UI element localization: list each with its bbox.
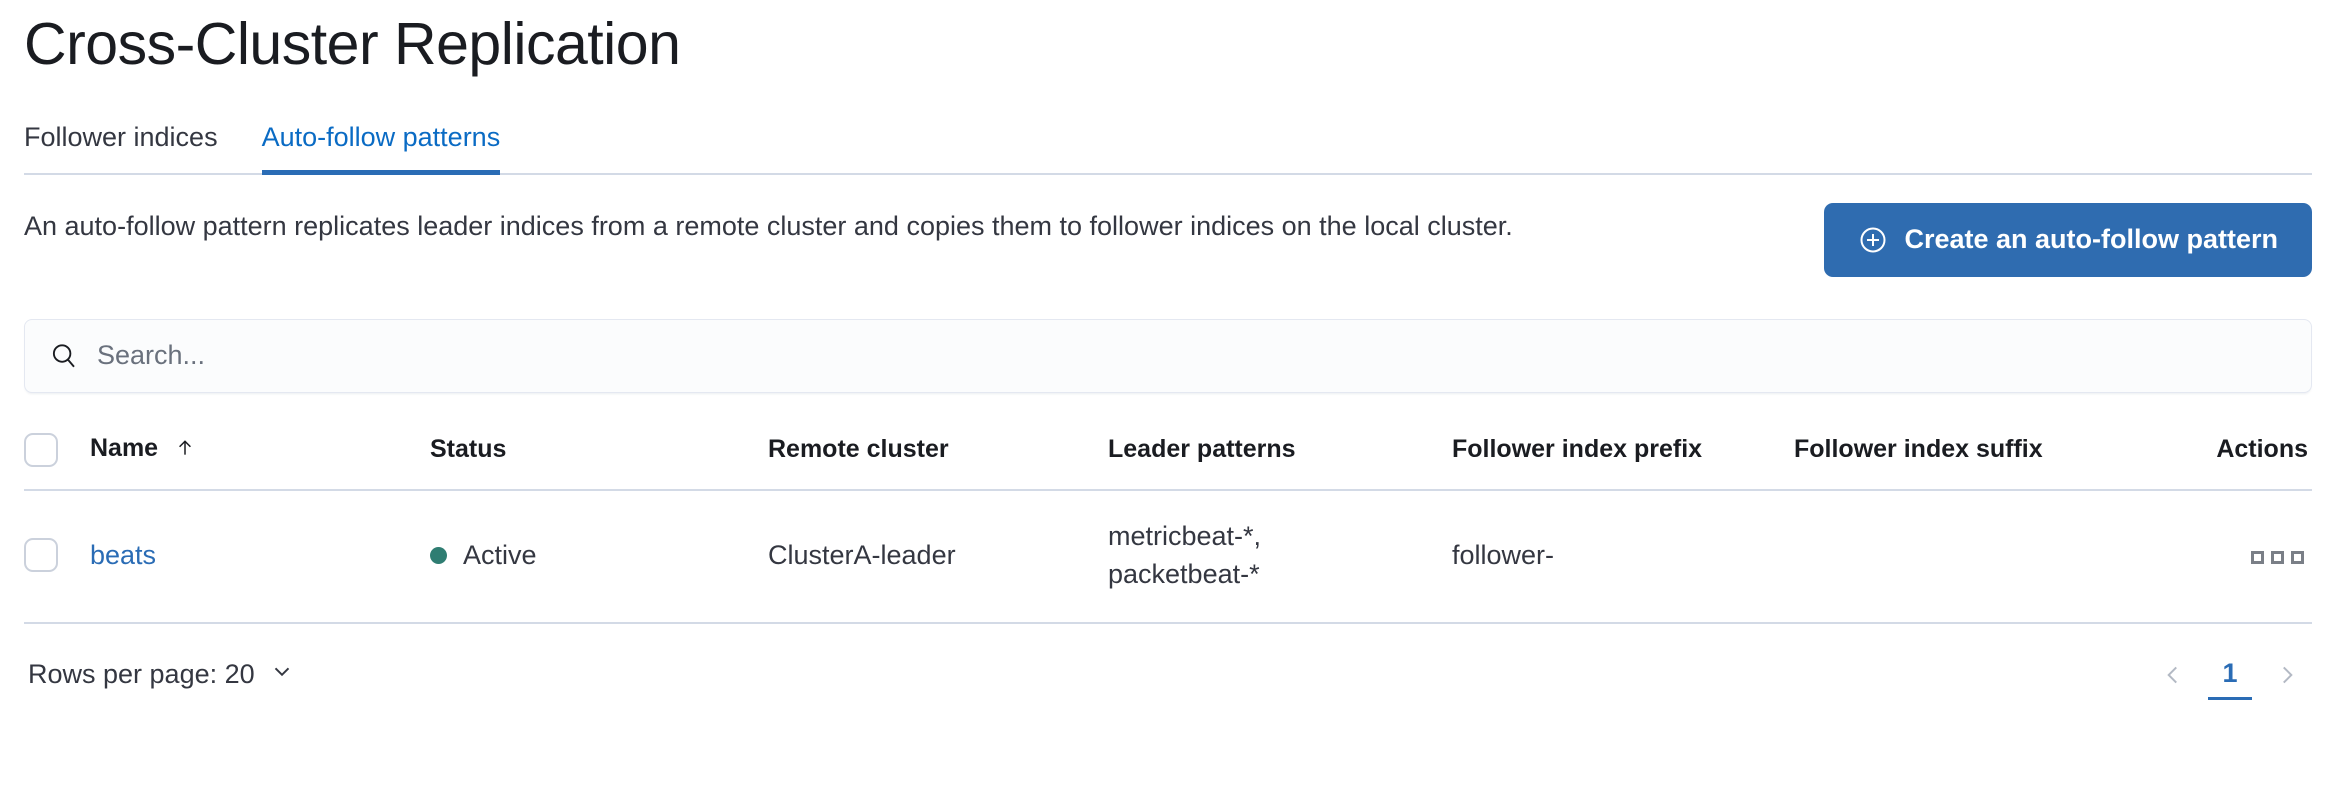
- chevron-left-icon[interactable]: [2148, 650, 2198, 700]
- more-actions-dot-1: [2251, 550, 2264, 564]
- search-icon: [49, 341, 79, 371]
- tab-follower-indices[interactable]: Follower indices: [24, 121, 218, 152]
- more-actions-dot-3: [2291, 550, 2304, 564]
- column-header-actions: Actions: [2136, 432, 2312, 491]
- rows-per-page-selector[interactable]: Rows per page: 20: [24, 652, 299, 697]
- column-header-follower-index-prefix[interactable]: Follower index prefix: [1452, 432, 1794, 491]
- page-number-1[interactable]: 1: [2208, 650, 2252, 700]
- column-header-name[interactable]: Name: [90, 432, 430, 491]
- intro-section: An auto-follow pattern replicates leader…: [24, 202, 2312, 277]
- cell-status: Active: [430, 489, 768, 624]
- cell-name: beats: [90, 489, 430, 624]
- tab-bar: Follower indices Auto-follow patterns: [24, 113, 2312, 175]
- search-input[interactable]: [97, 319, 2287, 392]
- pattern-name-link[interactable]: beats: [90, 539, 157, 570]
- table-footer: Rows per page: 20 1: [24, 650, 2312, 700]
- arrow-up-icon: [175, 436, 195, 465]
- column-header-remote-cluster[interactable]: Remote cluster: [768, 432, 1108, 491]
- rows-per-page-label: Rows per page: 20: [28, 659, 255, 690]
- more-actions-dot-2: [2271, 550, 2284, 564]
- search-bar[interactable]: [24, 318, 2312, 393]
- column-header-leader-patterns[interactable]: Leader patterns: [1108, 432, 1452, 491]
- cell-follower-index-prefix: follower-: [1452, 489, 1794, 624]
- cell-actions: [2136, 489, 2312, 624]
- cell-remote-cluster: ClusterA-leader: [768, 489, 1108, 624]
- table-row: beats Active ClusterA-leader metricbeat-…: [24, 489, 2312, 624]
- status-dot-icon: [430, 546, 447, 564]
- select-all-header: [24, 432, 90, 491]
- column-header-follower-index-suffix[interactable]: Follower index suffix: [1794, 432, 2136, 491]
- row-select-cell: [24, 489, 90, 624]
- select-all-checkbox[interactable]: [24, 432, 58, 467]
- column-header-status[interactable]: Status: [430, 432, 768, 491]
- page-title: Cross-Cluster Replication: [24, 11, 681, 77]
- leader-pattern-line-2: packetbeat-*: [1108, 559, 1260, 590]
- tab-auto-follow-patterns[interactable]: Auto-follow patterns: [261, 123, 500, 175]
- intro-description: An auto-follow pattern replicates leader…: [24, 210, 1513, 241]
- status-label: Active: [463, 539, 537, 570]
- pagination: 1: [2148, 650, 2312, 700]
- more-actions-icon[interactable]: [2247, 547, 2308, 568]
- create-button-label: Create an auto-follow pattern: [1904, 224, 2278, 255]
- chevron-down-icon: [269, 658, 295, 691]
- chevron-right-icon[interactable]: [2262, 650, 2312, 700]
- cell-leader-patterns: metricbeat-*, packetbeat-*: [1108, 489, 1452, 624]
- cell-follower-index-suffix: [1794, 489, 2136, 624]
- plus-in-circle-icon: [1858, 225, 1888, 255]
- leader-pattern-line-1: metricbeat-*,: [1108, 520, 1262, 551]
- auto-follow-patterns-table: Name Status Remote cluster Leader patter…: [24, 432, 2312, 624]
- table-header-row: Name Status Remote cluster Leader patter…: [24, 432, 2312, 491]
- row-checkbox[interactable]: [24, 538, 58, 573]
- create-auto-follow-pattern-button[interactable]: Create an auto-follow pattern: [1824, 202, 2312, 277]
